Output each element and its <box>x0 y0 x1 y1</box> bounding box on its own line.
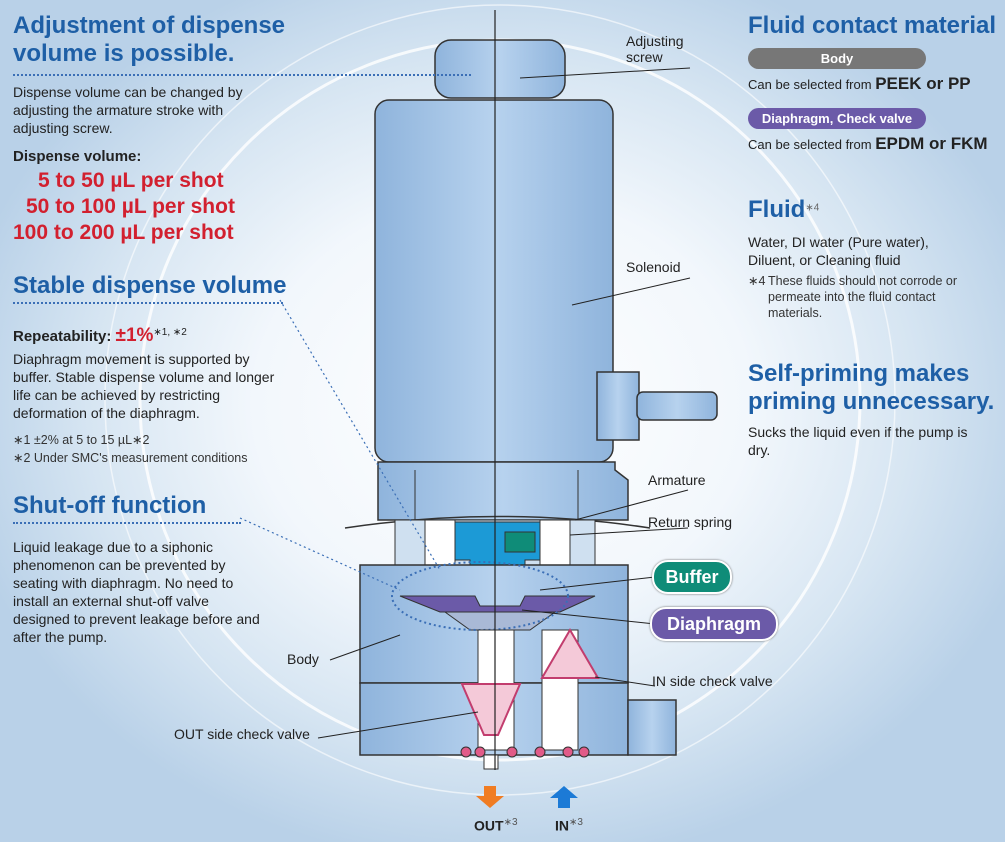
body-material-small: Can be selected from <box>748 77 872 92</box>
repeatability-value: ±1% <box>115 325 154 346</box>
body-material-line: Can be selected from PEEK or PP <box>748 74 971 94</box>
callout-return-spring: Return spring <box>648 514 733 530</box>
callout-out-check-valve: OUT side check valve <box>174 726 310 742</box>
fluid-contact-title: Fluid contact material <box>748 12 997 39</box>
callout-solenoid: Solenoid <box>626 259 681 275</box>
adjusting-screw-part <box>434 39 566 99</box>
stable-title: Stable dispense volume <box>13 272 287 299</box>
dispense-label: Dispense volume: <box>13 148 142 165</box>
out-label: OUT <box>474 817 504 834</box>
in-label: IN <box>555 817 569 834</box>
stable-text: Diaphragm movement is supported by buffe… <box>13 351 275 421</box>
repeatability-notes-ref: ∗1, ∗2 <box>153 327 187 338</box>
stable-title-underline <box>13 302 283 304</box>
note-4: These fluids should not corrode or perme… <box>768 274 957 320</box>
callout-armature: Armature <box>648 472 706 488</box>
dispense-value-1: 5 to 50 µL per shot <box>38 169 224 192</box>
in-ref: ∗3 <box>569 817 583 828</box>
adjust-title: Adjustment of dispense volume is possibl… <box>13 12 286 67</box>
out-ref: ∗3 <box>503 817 518 828</box>
body-material-big: PEEK or PP <box>875 74 971 93</box>
dispense-value-2: 50 to 100 µL per shot <box>26 195 235 218</box>
diaphragm-material-small: Can be selected from <box>748 137 872 152</box>
diaphragm-material-line: Can be selected from EPDM or FKM <box>748 134 988 154</box>
callout-body: Body <box>287 651 319 667</box>
shutoff-text: Liquid leakage due to a siphonic phenome… <box>13 539 260 645</box>
selfprime-text: Sucks the liquid even if the pump is dry… <box>748 424 968 458</box>
note-2: ∗2 Under SMC's measurement conditions <box>13 451 248 465</box>
out-port-label: OUT∗3 <box>474 817 518 834</box>
out-arrow <box>476 786 504 808</box>
in-port-label: IN∗3 <box>555 817 583 834</box>
repeatability-line: Repeatability: ±1%∗1, ∗2 <box>13 325 187 347</box>
in-arrow <box>550 786 578 808</box>
body-pill: Body <box>748 48 926 69</box>
repeatability-label: Repeatability: <box>13 328 112 345</box>
adjust-title-underline <box>13 74 471 76</box>
fluid-heading: Fluid∗4 <box>748 196 819 224</box>
note-4-mark: ∗4 <box>748 274 766 288</box>
adjust-text: Dispense volume can be changed by adjust… <box>13 84 243 136</box>
callout-in-check-valve: IN side check valve <box>652 673 773 689</box>
fluid-text: Water, DI water (Pure water), Diluent, o… <box>748 234 929 268</box>
fluid-ref: ∗4 <box>805 202 820 214</box>
callout-adjusting-screw: Adjusting screw <box>626 33 684 65</box>
diaphragm-material-big: EPDM or FKM <box>875 134 988 153</box>
dispense-value-3: 100 to 200 µL per shot <box>13 221 234 244</box>
solenoid-part <box>374 99 614 463</box>
shutoff-title-underline <box>13 522 241 524</box>
selfprime-title: Self-priming makes priming unnecessary. <box>748 360 995 415</box>
note-1: ∗1 ±2% at 5 to 15 µL∗2 <box>13 433 150 447</box>
callout-diaphragm: Diaphragm <box>650 607 778 641</box>
diaphragm-pill: Diaphragm, Check valve <box>748 108 926 129</box>
fluid-title: Fluid <box>748 196 806 223</box>
shutoff-title: Shut-off function <box>13 492 207 519</box>
callout-buffer: Buffer <box>652 560 732 594</box>
